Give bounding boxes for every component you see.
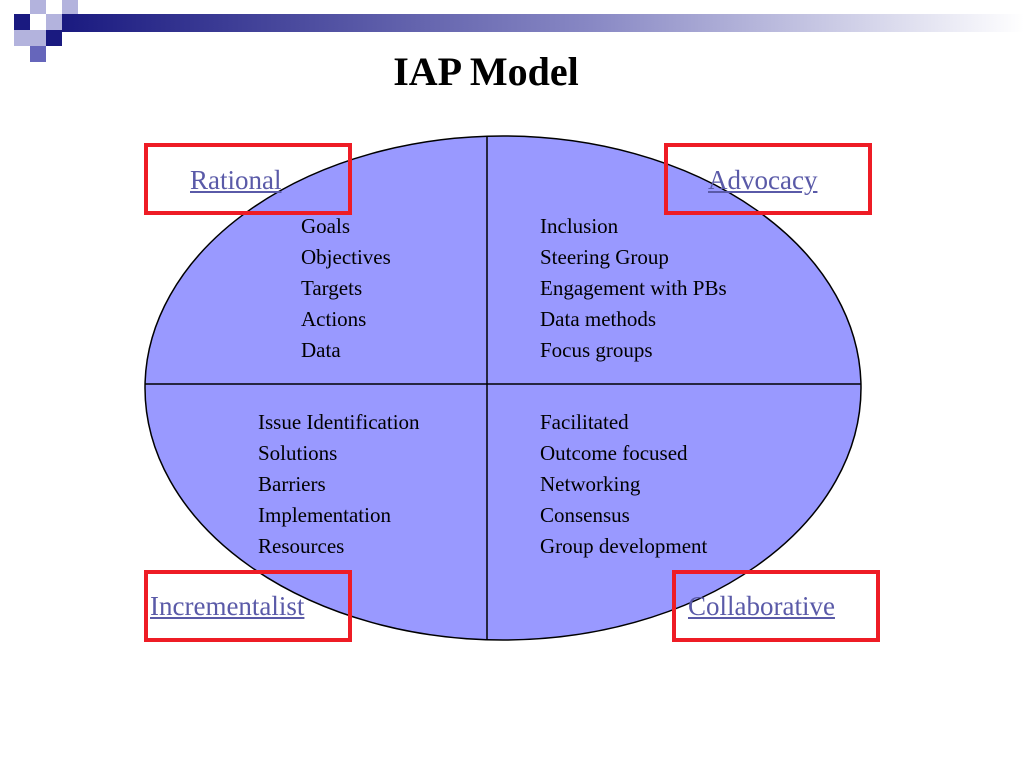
advocacy-items: Inclusion Steering Group Engagement with… <box>540 211 727 366</box>
list-item: Focus groups <box>540 338 653 362</box>
advocacy-link[interactable]: Advocacy <box>708 165 818 195</box>
list-item: Actions <box>301 307 367 331</box>
deco-square <box>30 46 46 62</box>
list-item: Issue Identification <box>258 410 420 434</box>
list-item: Objectives <box>301 245 391 269</box>
collaborative-items: Facilitated Outcome focused Networking C… <box>540 407 707 562</box>
list-item: Data methods <box>540 307 657 331</box>
deco-square <box>46 30 62 46</box>
slide-title: IAP Model <box>393 49 579 94</box>
list-item: Barriers <box>258 472 326 496</box>
list-item: Facilitated <box>540 410 629 434</box>
incrementalist-label-box <box>144 570 352 642</box>
rational-items: Goals Objectives Targets Actions Data <box>301 211 391 366</box>
rational-link[interactable]: Rational <box>190 165 282 195</box>
list-item: Networking <box>540 472 641 496</box>
list-item: Implementation <box>258 503 391 527</box>
list-item: Outcome focused <box>540 441 688 465</box>
list-item: Goals <box>301 214 350 238</box>
deco-square <box>30 30 46 46</box>
deco-square <box>30 0 46 14</box>
collaborative-link[interactable]: Collaborative <box>688 591 835 621</box>
rational-label-box <box>144 143 352 215</box>
deco-square <box>14 30 30 46</box>
list-item: Group development <box>540 534 708 558</box>
list-item: Solutions <box>258 441 338 465</box>
list-item: Consensus <box>540 503 630 527</box>
header-gradient-bar <box>62 14 1024 32</box>
list-item: Targets <box>301 276 363 300</box>
list-item: Data <box>301 338 341 362</box>
deco-square <box>62 0 78 14</box>
list-item: Engagement with PBs <box>540 276 727 300</box>
incrementalist-items: Issue Identification Solutions Barriers … <box>258 407 420 562</box>
list-item: Steering Group <box>540 245 669 269</box>
deco-square <box>14 14 30 30</box>
header-decoration <box>14 0 1024 62</box>
list-item: Inclusion <box>540 214 619 238</box>
collaborative-label-box <box>672 570 880 642</box>
list-item: Resources <box>258 534 345 558</box>
deco-square <box>46 14 62 30</box>
incrementalist-link[interactable]: Incrementalist <box>150 591 305 621</box>
advocacy-label-box <box>664 143 872 215</box>
model-ellipse <box>144 135 862 641</box>
